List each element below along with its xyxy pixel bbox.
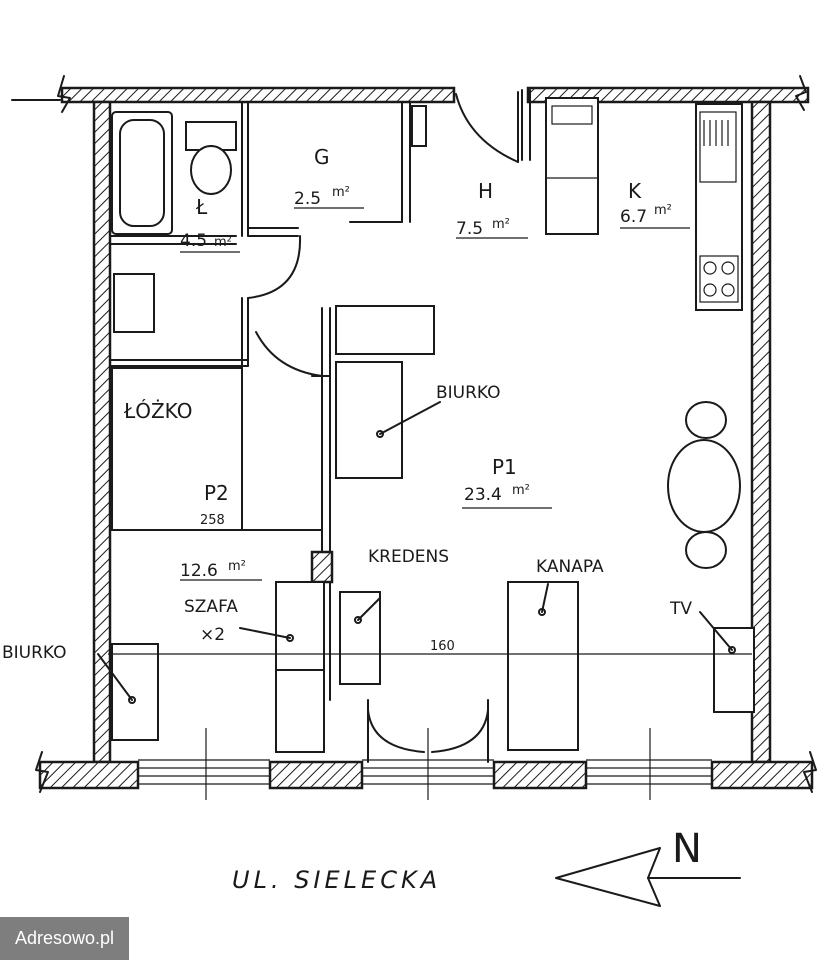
shelf <box>335 305 435 355</box>
wardrobe-label: SZAFA <box>184 597 238 617</box>
wall-south-4 <box>710 760 814 790</box>
kitchen-name: K <box>628 179 642 203</box>
wardrobe-count-label: ×2 <box>200 625 225 645</box>
furniture <box>97 305 755 753</box>
interior-walls <box>109 89 531 701</box>
fixtures <box>111 97 743 333</box>
furniture-labels: ŁÓŻKO BIURKO KREDENS KANAPA SZAFA ×2 TV … <box>2 383 692 663</box>
windows <box>138 728 712 800</box>
living-unit: m² <box>512 483 530 498</box>
bedroom-name: P2 <box>204 481 229 505</box>
desk-main-label: BIURKO <box>436 383 501 403</box>
entrance-door <box>455 93 519 163</box>
kitchen-unit: m² <box>654 203 672 218</box>
tv-stand <box>713 627 755 713</box>
wc-area: 2.5 <box>294 189 321 209</box>
desk-side-label: BIURKO <box>2 643 67 663</box>
hob <box>699 255 739 303</box>
dining-table <box>667 439 741 533</box>
bathroom-area: 4.5 <box>180 231 207 251</box>
wall-north-west <box>60 86 456 104</box>
compass-label: N <box>672 826 702 872</box>
hall-wardrobe <box>411 105 427 147</box>
balcony-door <box>367 709 489 753</box>
kitchen-counter <box>695 103 743 311</box>
dimension-label: 160 <box>430 639 455 654</box>
hall-name: H <box>478 179 493 203</box>
wc-unit: m² <box>332 185 350 200</box>
hall-unit: m² <box>492 217 510 232</box>
sideboard <box>339 591 381 685</box>
wc-name: G <box>314 145 330 169</box>
wall-south-1 <box>38 760 140 790</box>
hall-area: 7.5 <box>456 219 483 239</box>
desk-side <box>111 643 159 741</box>
wall-break-mark <box>803 751 817 793</box>
bedroom-area: 12.6 <box>180 561 218 581</box>
wall-west <box>92 100 112 764</box>
bed <box>111 367 243 531</box>
wall-south-3 <box>492 760 588 790</box>
bedroom-unit: m² <box>228 559 246 574</box>
wall-break-mark <box>35 751 49 793</box>
bedroom-height: 258 <box>200 513 225 528</box>
wall-south-2 <box>268 760 364 790</box>
sofa-label: KANAPA <box>536 557 604 577</box>
street-name: UL. SIELECKA <box>232 866 441 894</box>
room-labels: Ł 4.5 m² G 2.5 m² H 7.5 m² K 6.7 m² P1 2… <box>180 145 690 581</box>
tv-label: TV <box>669 599 692 619</box>
bathroom-unit: m² <box>214 235 232 250</box>
living-area: 23.4 <box>464 485 502 505</box>
bed-label: ŁÓŻKO <box>123 399 192 423</box>
kitchen-area: 6.7 <box>620 207 647 227</box>
bathroom-door <box>247 235 302 299</box>
chair <box>685 531 727 569</box>
living-name: P1 <box>492 455 517 479</box>
chair <box>685 401 727 439</box>
bathroom-name: Ł <box>195 195 208 219</box>
watermark: Adresowo.pl <box>0 917 129 960</box>
wall-break-mark <box>795 75 807 111</box>
stove <box>545 97 599 235</box>
doors <box>247 91 519 763</box>
wall-break-mark <box>57 75 71 113</box>
sideboard-label: KREDENS <box>368 547 449 567</box>
washing-machine <box>113 273 155 333</box>
bedroom-door <box>255 331 323 377</box>
desk-main <box>335 361 403 479</box>
wardrobe <box>275 581 325 753</box>
north-arrow-icon: N <box>555 826 741 907</box>
outer-walls <box>11 75 817 793</box>
